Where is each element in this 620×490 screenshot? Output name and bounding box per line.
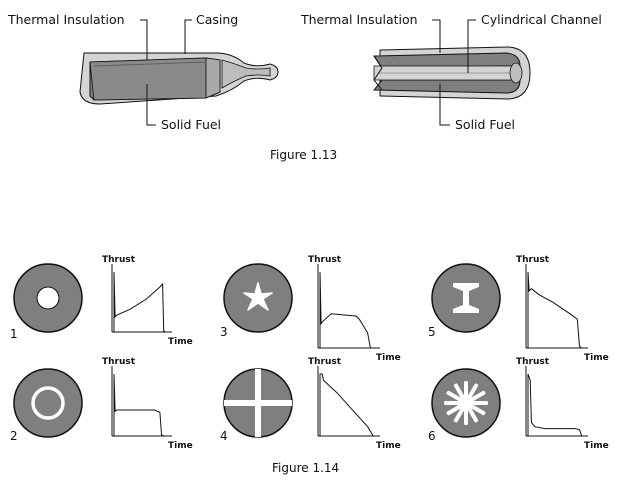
grain-finger [446, 404, 462, 416]
item-number-6: 6 [428, 429, 436, 443]
item-number-5: 5 [428, 325, 436, 339]
grain-finger [453, 407, 465, 423]
thermal-insulation-label-right: Thermal Insulation [300, 12, 418, 27]
item-number-4: 4 [220, 429, 228, 443]
time-axis-label: Time [584, 441, 609, 451]
grain-section-6 [431, 368, 501, 438]
grain-finger [446, 390, 462, 402]
time-axis-label: Time [168, 441, 193, 451]
grain-finger [470, 390, 486, 402]
end-burner-motor [79, 52, 279, 105]
figure-1-13-caption: Figure 1.13 [270, 148, 337, 162]
solid-fuel-label-left: Solid Fuel [161, 117, 221, 132]
grain-section-1 [13, 263, 83, 333]
thrust-curve [113, 271, 167, 333]
nozzle [221, 59, 271, 89]
time-axis-label: Time [376, 353, 401, 363]
thrust-curve [113, 373, 164, 437]
grain-finger [464, 409, 468, 425]
grain-finger [467, 407, 479, 423]
thrust-axis-label: Thrust [308, 357, 342, 367]
thrust-curve [527, 373, 583, 437]
figure-1-14-caption: Figure 1.14 [272, 461, 339, 475]
grain-finger [453, 383, 465, 399]
leader-lines [140, 19, 476, 126]
grain-finger [467, 383, 479, 399]
thrust-axis-label: Thrust [516, 357, 550, 367]
solid-fuel-label-right: Solid Fuel [455, 117, 515, 132]
thrust-curve [319, 373, 374, 437]
grain-finger [464, 381, 468, 397]
grain-section-2 [13, 368, 83, 438]
grain-finger [444, 401, 460, 405]
thrust-axis-label: Thrust [308, 255, 342, 265]
casing-label: Casing [196, 12, 238, 27]
grain-finger [472, 401, 488, 405]
time-axis-label: Time [584, 353, 609, 363]
nozzle-end [509, 62, 523, 84]
thrust-axis-label: Thrust [516, 255, 550, 265]
cylindrical-channel-label: Cylindrical Channel [481, 12, 602, 27]
item-number-2: 2 [10, 429, 18, 443]
grain-section-3 [223, 263, 293, 333]
thrust-curve [527, 271, 583, 349]
channel-burner-motor [372, 46, 531, 100]
time-axis-label: Time [376, 441, 401, 451]
item-number-3: 3 [220, 325, 228, 339]
grain-finger [470, 404, 486, 416]
grain-section-4 [223, 368, 293, 438]
grain-section-5 [431, 263, 501, 333]
thrust-axis-label: Thrust [102, 357, 136, 367]
time-axis-label: Time [168, 337, 193, 347]
item-number-1: 1 [10, 327, 18, 341]
thermal-insulation-label-left: Thermal Insulation [7, 12, 125, 27]
thrust-axis-label: Thrust [102, 255, 136, 265]
thrust-curve [319, 271, 371, 349]
